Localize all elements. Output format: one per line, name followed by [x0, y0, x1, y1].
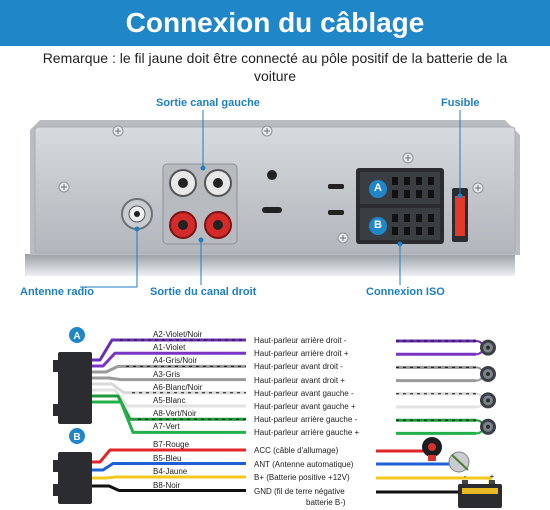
panel-slot [328, 210, 344, 215]
connector-b-body-tab [53, 460, 59, 472]
wire-b-name: B7-Rouge [153, 440, 190, 449]
wire-a-name: A5-Blanc [153, 396, 186, 405]
panel-hole [267, 170, 277, 180]
battery-band [462, 488, 498, 494]
wire-b [92, 475, 246, 480]
fuse-icon [452, 188, 468, 242]
connector-a-body [58, 352, 92, 424]
wire-a-function: Haut-parleur avant gauche - [254, 388, 354, 398]
label-fuse: Fusible [441, 97, 480, 109]
wire-a [92, 376, 246, 382]
wire-a [92, 382, 246, 395]
wire-a-function: Haut-parleur arrière gauche + [254, 428, 360, 438]
wire-b-function: B+ (Batterie positive +12V) [254, 473, 350, 482]
battery-minus-sign: - [464, 472, 467, 481]
wire-b-function: ANT (Antenne automatique) [254, 459, 354, 469]
connector-a-badge [69, 327, 85, 343]
wire-a-function: Haut-parleur avant gauche + [254, 402, 356, 411]
remark-text: Remarque : le fil jaune doit être connec… [42, 50, 508, 84]
wire-a-name: A3-Gris [153, 369, 181, 379]
connector-a-body-tab [53, 404, 59, 416]
speaker-center [486, 345, 490, 350]
speaker-center [486, 398, 490, 403]
ignition-key-center [428, 443, 436, 451]
antenna-rod [451, 454, 469, 471]
wire-a [92, 400, 246, 434]
wire-a-function: Haut-parleur avant droit + [254, 375, 345, 385]
wire-a [92, 351, 246, 368]
wire-b [92, 448, 246, 464]
wire-a-function: Haut-parleur arrière gauche - [254, 415, 358, 425]
label-right-channel: Sortie du canal droit [150, 286, 257, 298]
wire-a-function: Haut-parleur arrière droit + [254, 349, 349, 359]
wire-b-function: GND (fil de terre négative [254, 486, 345, 496]
speaker-center [486, 424, 490, 429]
battery-terminal [462, 480, 468, 484]
speaker-center [486, 372, 490, 376]
wire-b-name: B8-Noir [153, 480, 181, 490]
battery-icon [458, 484, 502, 508]
wire-b-name: B4-Jaune [153, 467, 188, 476]
wire-a-name: A4-Gris/Noir [153, 356, 198, 366]
panel-shadow [25, 254, 515, 276]
wire-b [92, 484, 246, 492]
wire-a [92, 388, 246, 408]
iso-badge-b: B [374, 219, 382, 231]
connector-b-body-tab [53, 484, 59, 496]
wire-a-name: A2-Violet/Noir [153, 330, 203, 339]
connector-a-body-tab [53, 360, 59, 372]
rca-red-icon [169, 211, 232, 239]
rca-white-icon [169, 169, 232, 197]
wire-a-name: A6-Blanc/Noir [153, 382, 203, 392]
connector-b-body [58, 452, 92, 504]
iso-connector-icon [356, 168, 444, 244]
connector-b-badge [69, 428, 85, 444]
label-left-channel: Sortie canal gauche [156, 97, 260, 109]
wire-a-function: Haut-parleur avant droit - [254, 362, 343, 372]
wire-a-name: A1-Violet [153, 343, 186, 353]
ignition-key-blade [428, 455, 436, 461]
wire-b-function: ACC (câble d'allumage) [254, 446, 339, 455]
panel-slot [328, 184, 344, 189]
panel-slot [262, 207, 282, 213]
iso-badge-a: A [374, 182, 382, 194]
battery-terminal [489, 480, 495, 484]
wire-b-name: B5-Bleu [153, 453, 182, 463]
wire-b-lead [376, 476, 492, 484]
label-antenna: Antenne radio [20, 286, 94, 298]
battery-plus-sign: + [490, 472, 495, 481]
connector-b-badge-letter: B [73, 432, 80, 443]
wire-b-function-cont: batterie B-) [306, 497, 346, 507]
wire-b [92, 462, 246, 472]
connector-a-badge-letter: A [73, 331, 80, 342]
wire-a-name: A7-Vert [153, 422, 180, 432]
wire-a-name: A8-Vert/Noir [153, 409, 197, 419]
wire-a-function: Haut-parleur arrière droit - [254, 336, 347, 345]
label-iso: Connexion ISO [366, 286, 445, 298]
page-title: Connexion du câblage [0, 0, 550, 46]
